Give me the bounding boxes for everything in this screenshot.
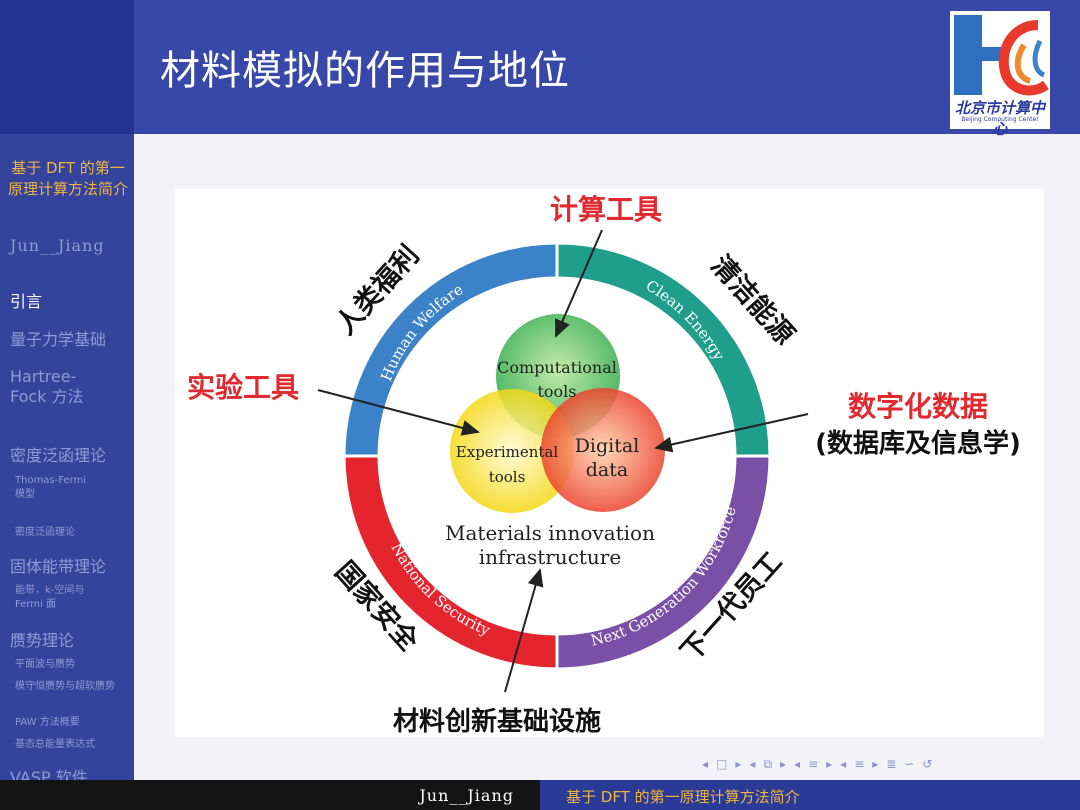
callout-computational-tools: 计算工具: [550, 193, 662, 226]
sidebar-subitem-plane-wave[interactable]: 平面波与赝势: [15, 659, 75, 670]
sidebar-author[interactable]: Jun__Jiang: [10, 236, 105, 255]
nav-next-section-icon[interactable]: ▸: [826, 757, 833, 771]
label-experimental-2: tools: [489, 468, 526, 486]
sidebar-subitem-paw[interactable]: PAW 方法概要: [15, 717, 80, 728]
callout-digital-data: 数字化数据: [848, 390, 988, 423]
footer-bar: Jun__Jiang 基于 DFT 的第一原理计算方法简介: [0, 780, 1080, 810]
ring-next-generation: [555, 454, 772, 671]
logo-text: 北京市计算中心: [954, 99, 1045, 138]
nav-prev-subsection-icon[interactable]: ◂: [749, 757, 756, 771]
venn-digital: [541, 388, 665, 512]
label-infrastructure-2: infrastructure: [479, 545, 621, 569]
arrow-infrastructure: [504, 568, 544, 693]
nav-section-icon[interactable]: ≡: [808, 757, 819, 771]
sidebar-item-hartree-fock[interactable]: Hartree-Fock 方法: [10, 367, 84, 406]
label-digital-2: data: [586, 459, 628, 481]
sidebar-presentation-title[interactable]: 基于 DFT 的第一原理计算方法简介: [7, 159, 128, 198]
label-computational-2: tools: [537, 382, 576, 401]
sidebar-subitem-thomas-fermi[interactable]: Thomas-Fermi 模型: [15, 475, 87, 500]
nav-doc-icon[interactable]: ≡: [854, 757, 865, 771]
navigation-controls: ◂ □ ▸ ◂ ⧉ ▸ ◂ ≡ ▸ ◂ ≡ ▸ ≣ ∽ ↺: [700, 755, 934, 773]
sidebar-subitem-total-energy[interactable]: 基态总能量表达式: [15, 739, 95, 750]
label-digital-1: Digital: [575, 435, 640, 457]
callout-materials-infrastructure: 材料创新基础设施: [393, 706, 601, 737]
nav-next-subsection-icon[interactable]: ▸: [780, 757, 787, 771]
label-computational-1: Computational: [497, 358, 617, 377]
nav-prev-section-icon[interactable]: ◂: [794, 757, 801, 771]
nav-back-icon[interactable]: ↺: [922, 757, 933, 771]
nav-subsection-icon[interactable]: ⧉: [763, 756, 773, 771]
nav-prev-frame-icon[interactable]: ◂: [702, 757, 709, 771]
callout-experimental-tools: 实验工具: [187, 371, 299, 404]
arrow-digital: [654, 413, 809, 453]
header-bar: 材料模拟的作用与地位 北京市计算中心 Beijing Computing Cen…: [0, 0, 1080, 138]
nav-prev-doc-icon[interactable]: ◂: [840, 757, 847, 771]
sidebar-item-intro[interactable]: 引言: [10, 292, 43, 311]
nav-search-icon[interactable]: ∽: [904, 757, 915, 771]
sidebar: 基于 DFT 的第一原理计算方法简介 Jun__Jiang 引言 量子力学基础 …: [0, 134, 134, 780]
sidebar-subitem-ultrasoft[interactable]: 模守恒赝势与超软赝势: [15, 681, 115, 692]
arrow-experimental: [317, 389, 480, 436]
nav-appendix-icon[interactable]: ≣: [886, 757, 897, 771]
sidebar-subitem-dft[interactable]: 密度泛函理论: [15, 527, 75, 538]
venn-experimental: [450, 389, 574, 513]
diagram-svg: Human Welfare Clean Energy National Secu…: [187, 193, 1021, 737]
sidebar-subitem-k-space[interactable]: 能带，k-空间与 Fermi 面: [15, 585, 85, 610]
footer-title[interactable]: 基于 DFT 的第一原理计算方法简介: [566, 788, 800, 806]
callout-database-informatics: (数据库及信息学): [815, 428, 1021, 459]
footer-author[interactable]: Jun__Jiang: [419, 786, 514, 805]
logo-subtext: Beijing Computing Center: [961, 116, 1039, 123]
sidebar-item-dft[interactable]: 密度泛函理论: [10, 446, 107, 465]
nav-frame-icon[interactable]: □: [716, 757, 728, 771]
header-corner: [0, 0, 134, 134]
arrow-computational: [555, 229, 603, 338]
nav-next-doc-icon[interactable]: ▸: [872, 757, 879, 771]
sidebar-item-band-theory[interactable]: 固体能带理论: [10, 557, 107, 576]
footer-left: Jun__Jiang: [0, 780, 540, 810]
sidebar-item-vasp[interactable]: VASP 软件: [10, 768, 88, 780]
label-infrastructure-1: Materials innovation: [445, 521, 655, 545]
label-experimental-1: Experimental: [456, 443, 559, 461]
sidebar-item-pseudopotential[interactable]: 赝势理论: [10, 631, 75, 650]
footer-right: 基于 DFT 的第一原理计算方法简介: [540, 780, 1080, 810]
slide-title: 材料模拟的作用与地位: [160, 48, 570, 94]
logo-icon: [954, 15, 1049, 96]
diagram-figure: Human Welfare Clean Energy National Secu…: [175, 189, 1044, 737]
logo: 北京市计算中心 Beijing Computing Center: [950, 11, 1050, 138]
sidebar-item-quantum-basics[interactable]: 量子力学基础: [10, 330, 107, 349]
nav-next-frame-icon[interactable]: ▸: [735, 757, 742, 771]
